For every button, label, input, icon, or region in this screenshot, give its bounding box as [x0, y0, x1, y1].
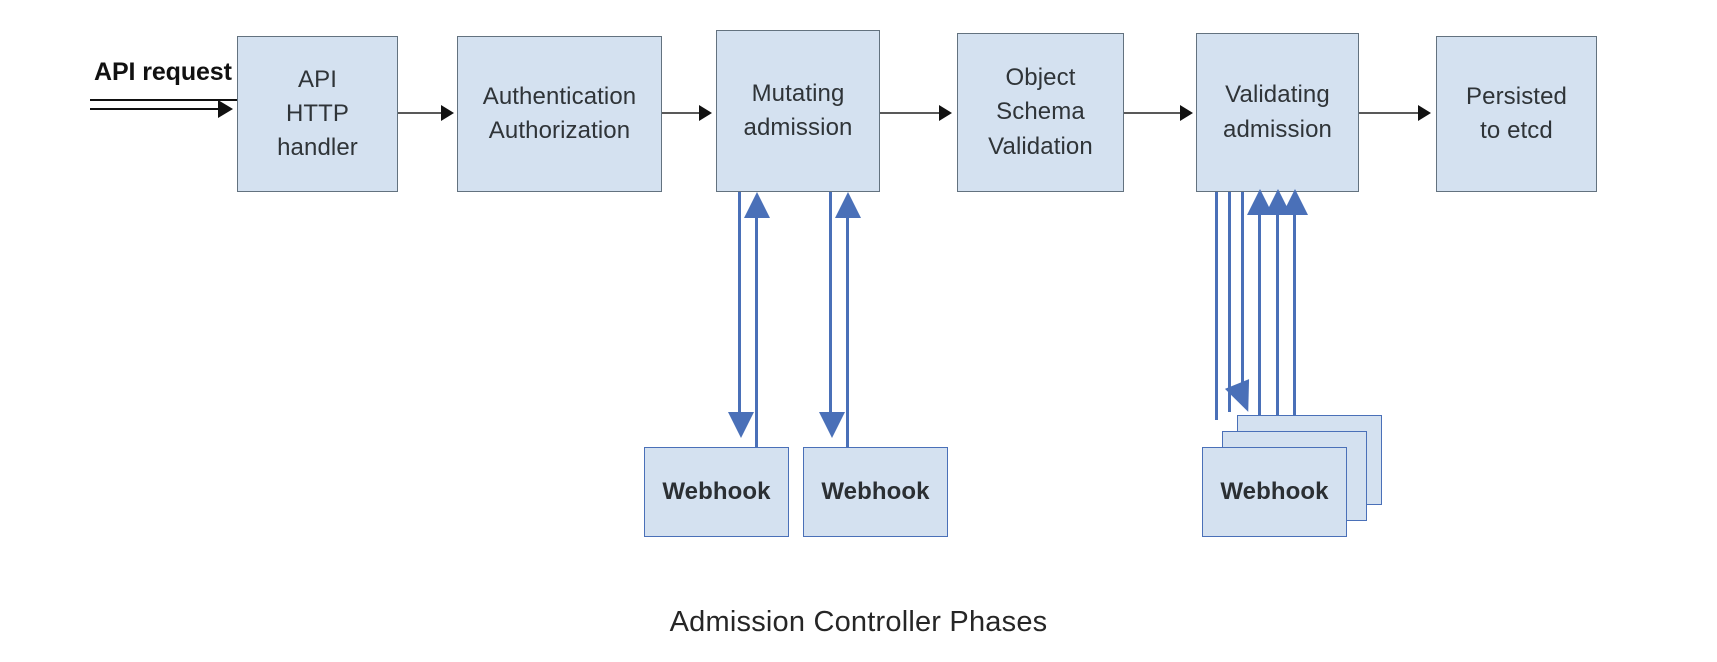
webhook-box-validating-front[interactable]: Webhook: [1202, 447, 1347, 537]
arrow-right-icon: [1180, 105, 1193, 121]
phase-box-persisted-to-etcd[interactable]: Persisted to etcd: [1436, 36, 1597, 192]
arrow-up-icon: [744, 192, 770, 218]
phase-box-mutating-admission[interactable]: Mutating admission: [716, 30, 880, 192]
arrow-right-icon: [1418, 105, 1431, 121]
connector-auth-to-mutating: [662, 112, 700, 114]
validating-webhook-response-line-3: [1293, 212, 1297, 440]
connector-mutating-to-schema: [880, 112, 940, 114]
arrow-up-icon: [835, 192, 861, 218]
phase-box-api-http-handler[interactable]: API HTTP handler: [237, 36, 398, 192]
mutating-webhook-2-response-line: [846, 215, 850, 447]
validating-webhook-request-line-3: [1241, 192, 1245, 404]
arrow-up-icon: [1282, 189, 1308, 215]
api-request-connector: [90, 99, 242, 102]
arrow-right-icon: [441, 105, 454, 121]
api-request-connector-lower: [90, 108, 220, 111]
connector-validating-to-etcd: [1359, 112, 1419, 114]
arrow-down-icon: [819, 412, 845, 438]
api-request-label: API request: [94, 58, 232, 86]
validating-webhook-response-line-2: [1276, 212, 1280, 450]
mutating-webhook-1-request-line: [738, 192, 742, 429]
webhook-box-mutating-2[interactable]: Webhook: [803, 447, 948, 537]
arrow-right-icon: [699, 105, 712, 121]
diagram-caption: Admission Controller Phases: [669, 606, 1048, 638]
arrow-right-icon: [218, 100, 233, 118]
validating-webhook-request-line-1: [1215, 192, 1219, 420]
mutating-webhook-1-response-line: [755, 215, 759, 447]
phase-box-object-schema-validation[interactable]: Object Schema Validation: [957, 33, 1124, 192]
phase-box-validating-admission[interactable]: Validating admission: [1196, 33, 1359, 192]
validating-webhook-response-line-1: [1258, 212, 1262, 462]
validating-webhook-request-line-2: [1228, 192, 1232, 412]
phase-box-authentication-authorization[interactable]: Authentication Authorization: [457, 36, 662, 192]
webhook-box-mutating-1[interactable]: Webhook: [644, 447, 789, 537]
mutating-webhook-2-request-line: [829, 192, 833, 429]
arrow-right-icon: [939, 105, 952, 121]
connector-handler-to-auth: [398, 112, 443, 114]
connector-schema-to-validating: [1124, 112, 1181, 114]
arrow-down-icon: [728, 412, 754, 438]
